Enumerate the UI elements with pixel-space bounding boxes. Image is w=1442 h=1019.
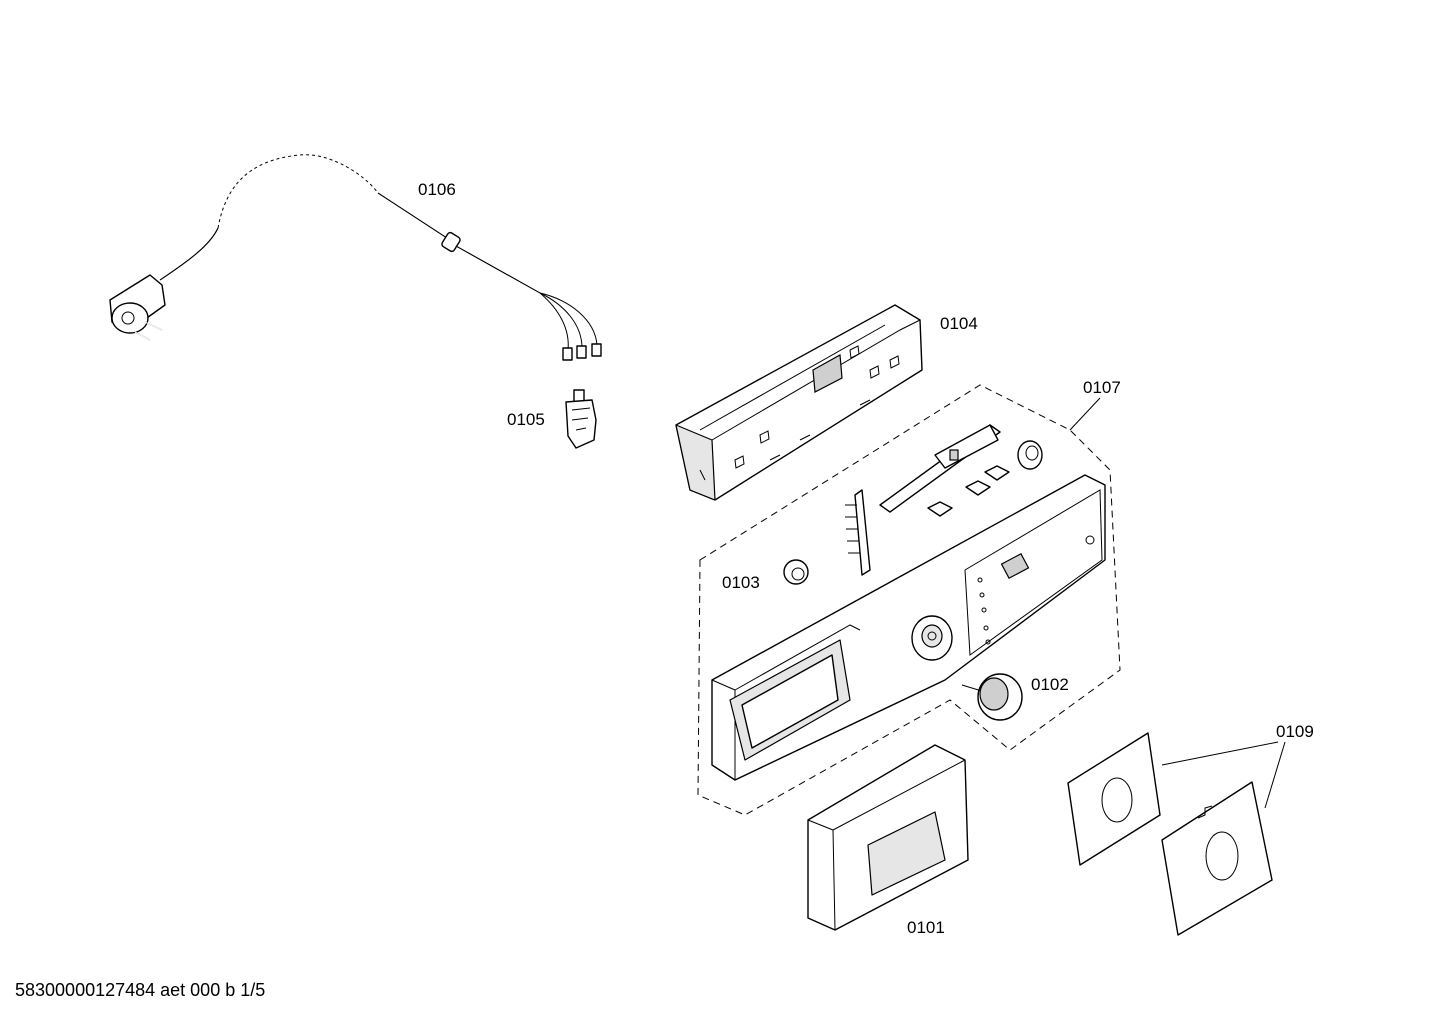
callout-0106: 0106 [418, 180, 456, 199]
callout-0103: 0103 [722, 573, 760, 592]
callout-0109: 0109 [1276, 722, 1314, 741]
leader-line-0107 [1069, 397, 1101, 431]
callout-0104: 0104 [940, 314, 978, 333]
document-id-footer: 58300000127484 aet 000 b 1/5 [15, 980, 266, 1000]
decor-plate-a [1067, 732, 1161, 866]
small-button-0103 [783, 559, 809, 585]
decor-plate-b [1161, 781, 1273, 936]
leader-lines-0109 [1161, 741, 1286, 809]
callout-0105: 0105 [507, 410, 545, 429]
button-pieces [927, 465, 1010, 517]
button-strip [879, 424, 1001, 513]
callout-0107: 0107 [1083, 378, 1121, 397]
connector-clip-0105 [565, 389, 597, 449]
knob-cap [1017, 440, 1043, 470]
drawer-front-0101 [807, 744, 969, 931]
control-housing-0104 [675, 304, 923, 501]
light-guide [845, 489, 871, 576]
callout-0101: 0101 [907, 918, 945, 937]
callout-0102: 0102 [1031, 675, 1069, 694]
control-panel [711, 474, 1106, 781]
rotary-knob-0102 [961, 673, 1023, 721]
power-cord-0106 [109, 154, 602, 361]
